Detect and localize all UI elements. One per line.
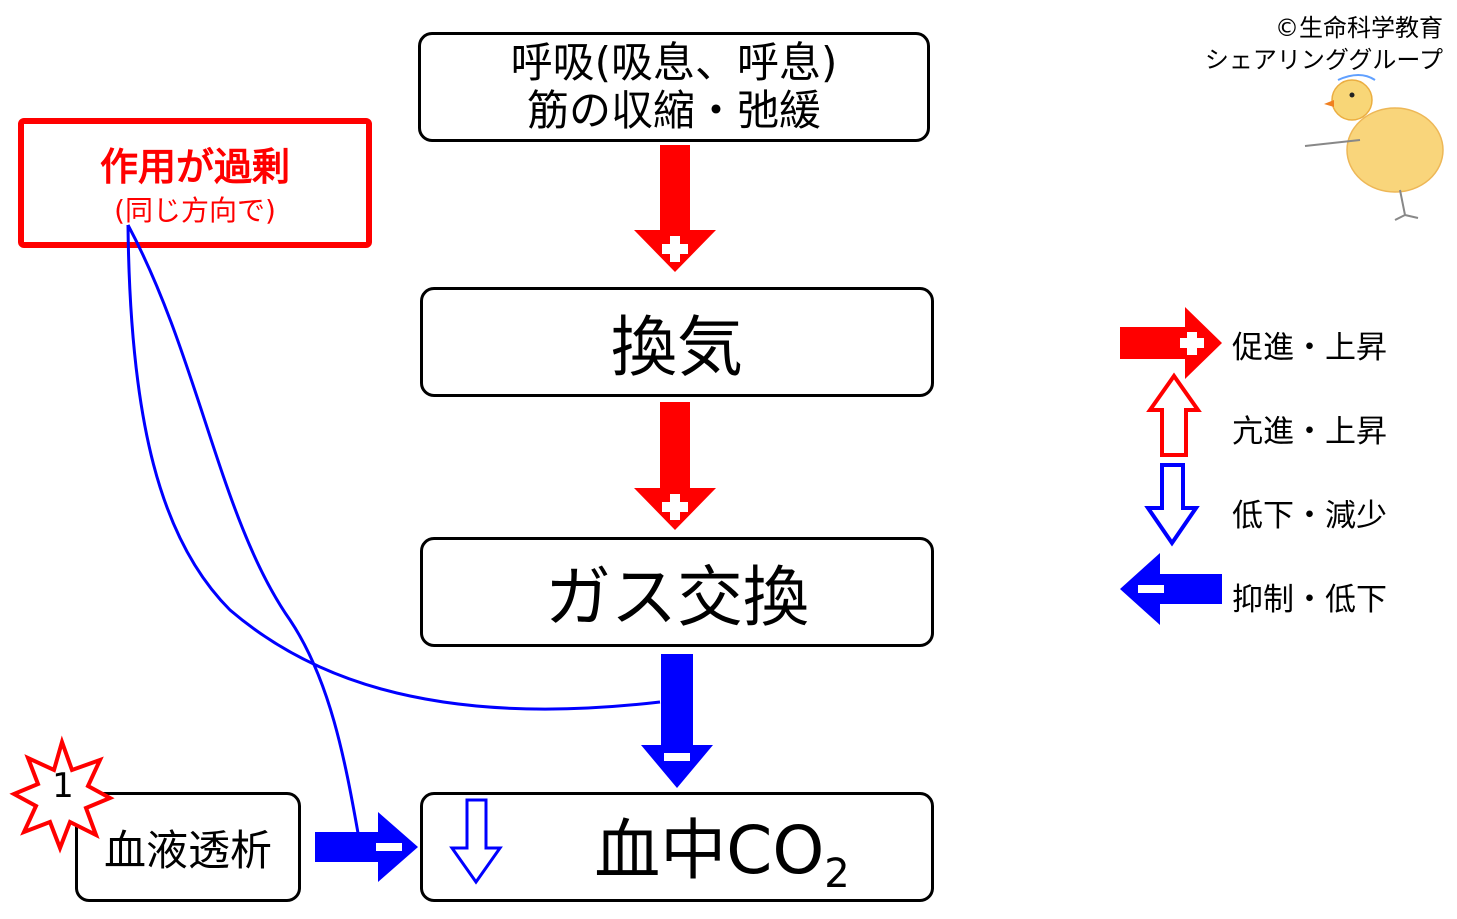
feedback-curve-outer [126, 224, 661, 711]
copyright-notice: ©生命科学教育 シェアリンググループ [1205, 12, 1443, 76]
excess-effect-box: 作用が過剰 (同じ方向で) [18, 118, 372, 248]
promote-arrow-2 [634, 402, 716, 530]
legend-decrease-icon [1144, 463, 1200, 547]
blood-co2-box: 血中CO2 [420, 792, 934, 902]
legend-increase-icon [1146, 372, 1202, 457]
ventilation-label: 換気 [611, 309, 743, 386]
legend-label-inhibit: 抑制・低下 [1232, 582, 1387, 618]
blue-hollow-down-arrow-icon [449, 798, 503, 885]
respiration-label: 呼吸(吸息、呼息) [510, 38, 838, 87]
inhibit-arrow-right [315, 812, 418, 882]
copyright-line2: シェアリンググループ [1204, 46, 1443, 74]
co2-subscript: 2 [824, 851, 850, 897]
muscle-label: 筋の収縮・弛緩 [526, 86, 821, 135]
copyright-line1: ©生命科学教育 [1275, 14, 1443, 42]
legend-label-decrease: 低下・減少 [1232, 498, 1387, 534]
excess-effect-title: 作用が過剰 [99, 145, 290, 189]
badge-starburst-icon [9, 735, 115, 854]
badge-number: 1 [52, 766, 74, 806]
dialysis-label: 血液透析 [103, 825, 272, 875]
promote-arrow-1 [634, 145, 716, 272]
legend-promote-icon [1120, 307, 1222, 379]
inhibit-arrow-down [641, 654, 713, 788]
feedback-curve-inner [126, 224, 360, 834]
blood-co2-label: 血中CO2 [594, 797, 850, 897]
gas-exchange-box: ガス交換 [420, 537, 934, 647]
legend-inhibit-icon [1120, 553, 1222, 625]
legend-label-increase: 亢進・上昇 [1232, 414, 1387, 450]
excess-effect-subtitle: (同じ方向で) [114, 194, 276, 227]
respiration-box: 呼吸(吸息、呼息) 筋の収縮・弛緩 [418, 32, 930, 142]
blood-co2-text: 血中CO [594, 812, 825, 889]
legend-label-promote: 促進・上昇 [1232, 330, 1387, 366]
dialysis-box: 血液透析 [75, 792, 301, 902]
ventilation-box: 換気 [420, 287, 934, 397]
gas-exchange-label: ガス交換 [545, 559, 809, 636]
